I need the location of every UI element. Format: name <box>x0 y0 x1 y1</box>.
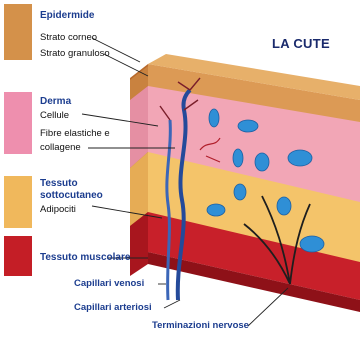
terminazioni-nervose-label: Terminazioni nervose <box>152 320 249 331</box>
cell <box>238 120 258 132</box>
cell <box>300 236 324 252</box>
capillari-venosi-label: Capillari venosi <box>74 278 144 289</box>
sottocutaneo-heading-line1: Tessuto <box>40 178 78 189</box>
epidermis-swatch <box>4 4 32 60</box>
diagram-title: LA CUTE <box>272 36 330 51</box>
strato-corneo-label: Strato corneo <box>40 32 97 43</box>
epidermide-heading: Epidermide <box>40 10 94 21</box>
derma-heading: Derma <box>40 96 71 107</box>
strato-granuloso-label: Strato granuloso <box>40 48 110 59</box>
sottocutaneo-heading-line2: sottocutaneo <box>40 190 103 201</box>
cell <box>233 149 243 167</box>
cell <box>209 109 219 127</box>
fibre-label-line1: Fibre elastiche e <box>40 128 110 139</box>
fibre-label-line2: collagene <box>40 142 81 153</box>
muscle-swatch <box>4 236 32 276</box>
cell <box>234 184 246 200</box>
subcutaneous-swatch <box>4 176 32 228</box>
cellule-label: Cellule <box>40 110 69 121</box>
cell <box>288 150 312 166</box>
capillari-arteriosi-label: Capillari arteriosi <box>74 302 152 313</box>
cell <box>255 153 269 171</box>
cell <box>277 197 291 215</box>
muscolare-heading: Tessuto muscolare <box>40 252 130 263</box>
dermis-swatch <box>4 92 32 154</box>
cell <box>207 204 225 216</box>
adipociti-label: Adipociti <box>40 204 76 215</box>
